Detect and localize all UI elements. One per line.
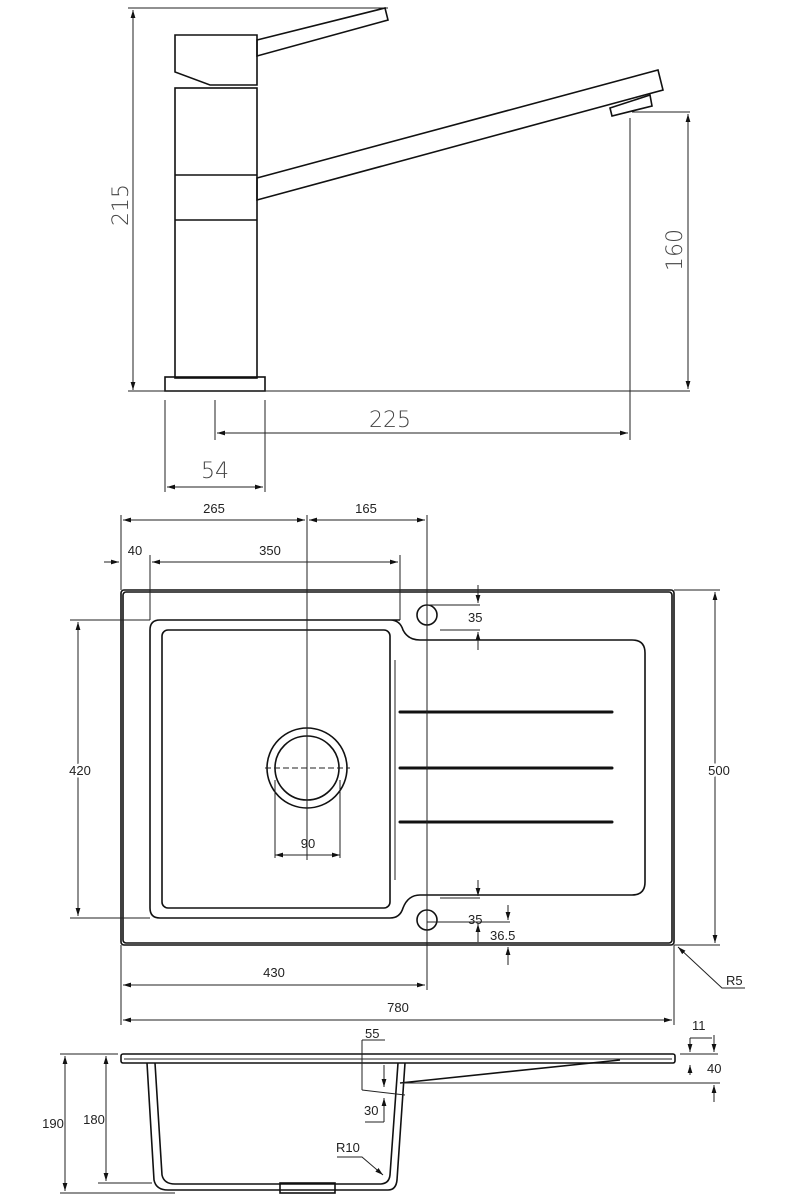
faucet-lever: [256, 7, 389, 58]
label-36-5: 36.5: [490, 928, 515, 943]
label-r5: R5: [726, 973, 743, 988]
faucet-base: [164, 376, 266, 392]
label-90: 90: [301, 836, 315, 851]
label-190: 190: [42, 1116, 64, 1131]
label-350: 350: [259, 543, 281, 558]
label-780: 780: [387, 1000, 409, 1015]
label-40-side: 40: [707, 1061, 721, 1076]
bowl-drainer-outline: [149, 619, 646, 919]
bowl-profile-outer: [146, 1062, 406, 1191]
label-35-bottom: 35: [468, 912, 482, 927]
label-265: 265: [203, 501, 225, 516]
bowl: [161, 629, 391, 909]
label-55: 55: [365, 1026, 379, 1041]
label-180: 180: [83, 1112, 105, 1127]
sink-outline: [120, 589, 675, 946]
label-54: 54: [201, 459, 229, 484]
label-420: 420: [69, 763, 91, 778]
label-r10: R10: [336, 1140, 360, 1155]
label-225: 225: [369, 408, 411, 433]
label-165: 165: [355, 501, 377, 516]
faucet-head: [174, 34, 258, 86]
faucet-spout: [256, 69, 664, 202]
label-40: 40: [128, 543, 142, 558]
faucet-side-view: 215 160 225 54: [109, 7, 691, 492]
sink-top-view: 90 265 165 40 350 35 35 36.5 420 5: [67, 501, 745, 1025]
drain-waste: [279, 1182, 336, 1194]
label-35-top: 35: [468, 610, 482, 625]
label-430: 430: [263, 965, 285, 980]
label-215: 215: [109, 184, 134, 226]
sink-side-view: 55 30 11 40 190 180 R10: [42, 1018, 721, 1194]
label-30: 30: [364, 1103, 378, 1118]
faucet-body: [174, 87, 258, 379]
label-500: 500: [708, 763, 730, 778]
aerator: [609, 93, 653, 117]
label-11: 11: [692, 1018, 706, 1033]
label-160: 160: [663, 229, 688, 271]
